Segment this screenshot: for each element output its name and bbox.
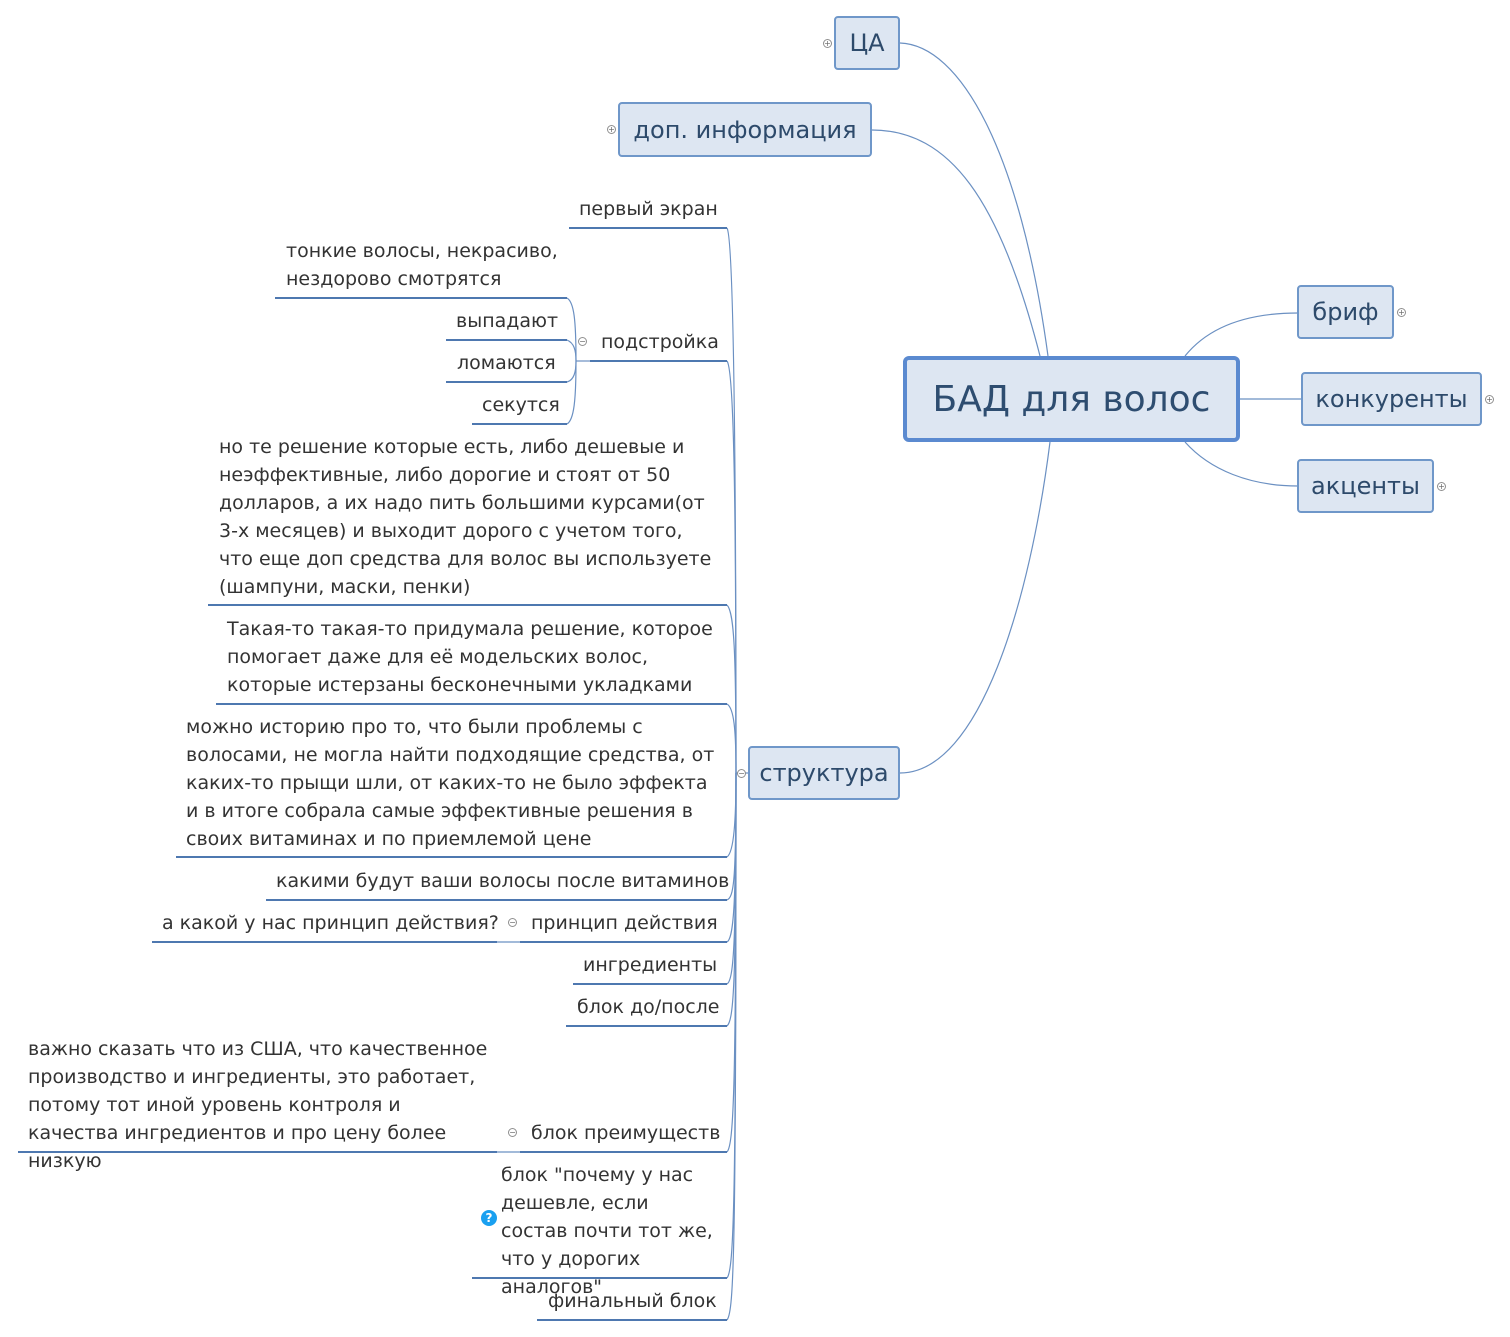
subtopic-before-after[interactable]: блок до/после xyxy=(577,996,720,1018)
adjust-break[interactable]: ломаются xyxy=(457,352,556,374)
subtopic-adjust[interactable]: подстройка xyxy=(601,331,719,353)
collapse-adjust-icon[interactable]: − xyxy=(578,337,587,346)
expand-ca-icon[interactable]: + xyxy=(823,39,832,48)
topic-brief-label: бриф xyxy=(1312,298,1379,326)
subtopic-story[interactable]: можно историю про то, что были проблемы … xyxy=(186,716,715,850)
subtopic-principle[interactable]: принцип действия xyxy=(531,912,718,934)
topic-structure-label: структура xyxy=(759,759,889,787)
adjust-split[interactable]: секутся xyxy=(482,394,560,416)
topic-competitors[interactable]: конкуренты xyxy=(1301,372,1482,426)
topic-ca[interactable]: ЦА xyxy=(834,16,900,70)
expand-brief-icon[interactable]: + xyxy=(1397,308,1406,317)
subtopic-first-screen[interactable]: первый экран xyxy=(579,198,718,220)
expand-competitors-icon[interactable]: + xyxy=(1485,395,1494,404)
expand-accents-icon[interactable]: + xyxy=(1437,482,1446,491)
topic-accents-label: акценты xyxy=(1311,472,1420,500)
topic-dop-info[interactable]: доп. информация xyxy=(618,102,872,157)
expand-dop-info-icon[interactable]: + xyxy=(607,125,616,134)
central-topic[interactable]: БАД для волос xyxy=(903,356,1240,442)
topic-accents[interactable]: акценты xyxy=(1297,459,1434,513)
subtopic-invented[interactable]: Такая-то такая-то придумала решение, кот… xyxy=(227,618,713,696)
subtopic-cheaper[interactable]: блок "почему у нас дешевле, если состав … xyxy=(501,1164,713,1298)
advantages-detail[interactable]: важно сказать что из США, что качественн… xyxy=(28,1038,488,1172)
collapse-structure-icon[interactable]: − xyxy=(737,769,746,778)
subtopic-advantages[interactable]: блок преимуществ xyxy=(531,1122,721,1144)
subtopic-solutions[interactable]: но те решение которые есть, либо дешевые… xyxy=(219,436,712,598)
topic-ca-label: ЦА xyxy=(849,29,885,57)
topic-brief[interactable]: бриф xyxy=(1297,285,1394,339)
adjust-fall-out[interactable]: выпадают xyxy=(456,310,559,332)
subtopic-hair-after[interactable]: какими будут ваши волосы после витаминов xyxy=(276,870,730,892)
collapse-advantages-icon[interactable]: − xyxy=(508,1128,517,1137)
subtopic-final[interactable]: финальный блок xyxy=(548,1290,717,1312)
topic-structure[interactable]: структура xyxy=(748,746,900,800)
subtopic-ingredients[interactable]: ингредиенты xyxy=(583,954,718,976)
collapse-principle-icon[interactable]: − xyxy=(508,918,517,927)
principle-question[interactable]: а какой у нас принцип действия? xyxy=(162,912,499,934)
central-topic-label: БАД для волос xyxy=(932,378,1211,420)
topic-dop-info-label: доп. информация xyxy=(633,115,857,144)
topic-competitors-label: конкуренты xyxy=(1315,385,1468,413)
adjust-thin-hair[interactable]: тонкие волосы, некрасиво, нездорово смот… xyxy=(286,240,558,290)
question-marker-icon: ? xyxy=(481,1210,497,1226)
